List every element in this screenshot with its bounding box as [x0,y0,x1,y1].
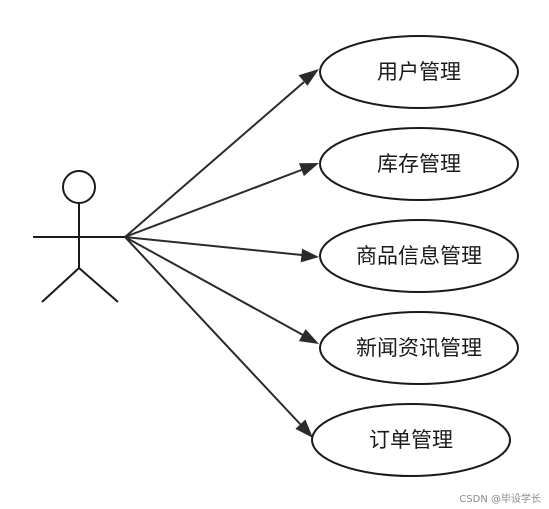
use-case-ellipse [319,311,519,385]
association-arrowhead-1 [298,69,319,86]
use-case-news-management: 新闻资讯管理 [319,311,519,385]
use-case-order-management: 订单管理 [311,403,511,477]
use-case-product-info-management: 商品信息管理 [319,219,519,293]
association-arrowhead-2 [299,163,319,177]
association-arrowhead-3 [300,248,319,263]
actor-stick-figure [33,170,125,303]
use-case-inventory-management: 库存管理 [319,127,519,201]
use-case-user-management: 用户管理 [319,35,519,109]
use-case-label: 用户管理 [377,60,461,84]
actor-head [62,170,96,204]
association-arrowhead-5 [295,419,313,438]
use-case-ellipse [319,35,519,109]
association-line-1 [124,81,305,238]
association-line-2 [124,168,305,238]
actor-right-leg [78,267,119,303]
association-line-3 [124,236,303,256]
use-case-label: 库存管理 [377,152,461,176]
use-case-label: 商品信息管理 [356,244,482,268]
watermark: CSDN @毕设学长 [459,494,541,505]
associations [124,69,319,438]
association-line-5 [124,236,302,426]
use-case-ellipse [311,403,511,477]
use-case-label: 订单管理 [369,428,453,452]
association-arrowhead-4 [298,329,319,344]
use-case-label: 新闻资讯管理 [356,336,482,360]
use-case-ellipse [319,127,519,201]
actor-left-leg [41,267,80,303]
use-case-ellipse [319,219,519,293]
association-line-4 [124,236,304,336]
